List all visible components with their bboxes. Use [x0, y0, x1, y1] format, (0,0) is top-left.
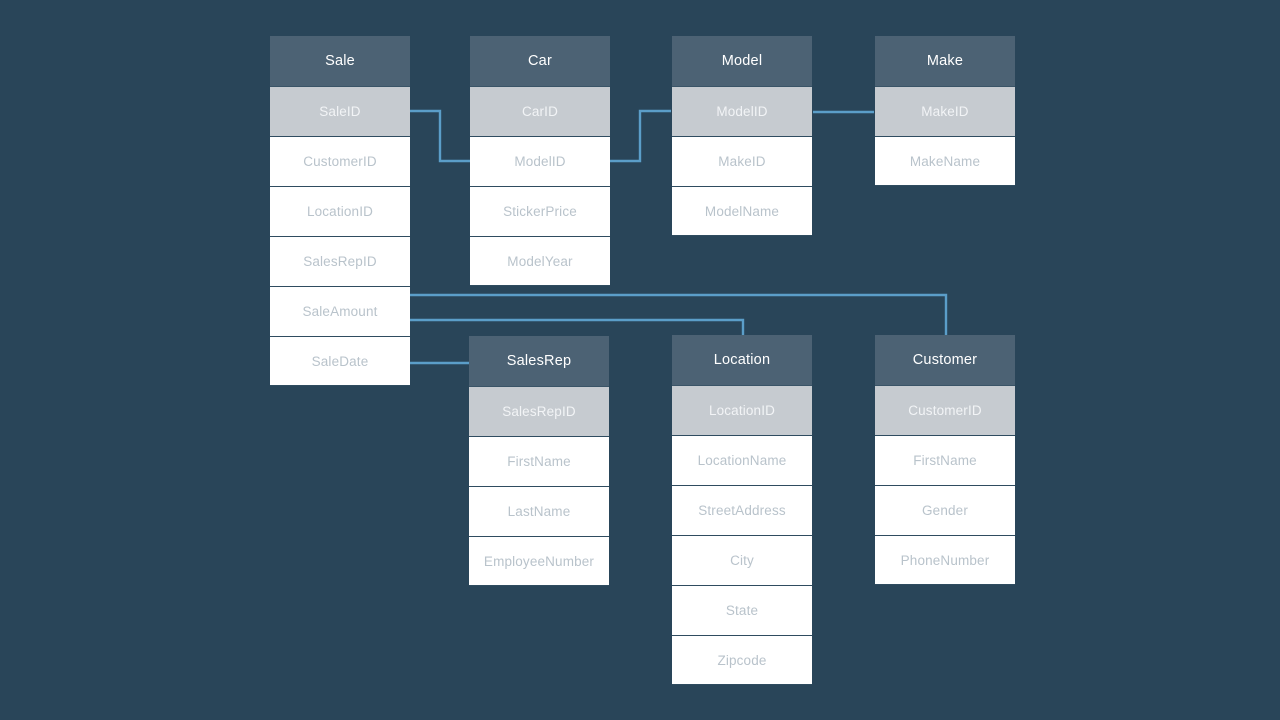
connector-sale-location — [410, 318, 745, 336]
field-car-modelyear[interactable]: ModelYear — [470, 236, 610, 286]
entity-title-car: Car — [470, 36, 610, 86]
field-make-makename[interactable]: MakeName — [875, 136, 1015, 186]
field-customer-phonenumber[interactable]: PhoneNumber — [875, 535, 1015, 585]
field-customer-gender[interactable]: Gender — [875, 485, 1015, 535]
field-customer-firstname[interactable]: FirstName — [875, 435, 1015, 485]
primary-key-field-make-makeid[interactable]: MakeID — [875, 86, 1015, 136]
field-model-modelname[interactable]: ModelName — [672, 186, 812, 236]
field-sale-customerid[interactable]: CustomerID — [270, 136, 410, 186]
field-location-locationname[interactable]: LocationName — [672, 435, 812, 485]
field-location-streetaddress[interactable]: StreetAddress — [672, 485, 812, 535]
entity-title-location: Location — [672, 335, 812, 385]
primary-key-field-model-modelid[interactable]: ModelID — [672, 86, 812, 136]
entity-title-sale: Sale — [270, 36, 410, 86]
field-location-city[interactable]: City — [672, 535, 812, 585]
field-salesrep-lastname[interactable]: LastName — [469, 486, 609, 536]
field-sale-saleamount[interactable]: SaleAmount — [270, 286, 410, 336]
field-car-modelid[interactable]: ModelID — [470, 136, 610, 186]
field-sale-salesrepid[interactable]: SalesRepID — [270, 236, 410, 286]
entity-title-make: Make — [875, 36, 1015, 86]
entity-title-model: Model — [672, 36, 812, 86]
field-location-state[interactable]: State — [672, 585, 812, 635]
field-sale-saledate[interactable]: SaleDate — [270, 336, 410, 386]
field-salesrep-firstname[interactable]: FirstName — [469, 436, 609, 486]
connector-car-model — [609, 109, 671, 163]
connector-car-sale — [409, 109, 470, 163]
field-model-makeid[interactable]: MakeID — [672, 136, 812, 186]
primary-key-field-customer-customerid[interactable]: CustomerID — [875, 385, 1015, 435]
primary-key-field-car-carid[interactable]: CarID — [470, 86, 610, 136]
field-location-zipcode[interactable]: Zipcode — [672, 635, 812, 685]
primary-key-field-location-locationid[interactable]: LocationID — [672, 385, 812, 435]
connector-sale-customer — [410, 293, 948, 336]
entity-title-salesrep: SalesRep — [469, 336, 609, 386]
field-sale-locationid[interactable]: LocationID — [270, 186, 410, 236]
primary-key-field-salesrep-salesrepid[interactable]: SalesRepID — [469, 386, 609, 436]
field-salesrep-employeenumber[interactable]: EmployeeNumber — [469, 536, 609, 586]
primary-key-field-sale-saleid[interactable]: SaleID — [270, 86, 410, 136]
field-car-stickerprice[interactable]: StickerPrice — [470, 186, 610, 236]
entity-title-customer: Customer — [875, 335, 1015, 385]
